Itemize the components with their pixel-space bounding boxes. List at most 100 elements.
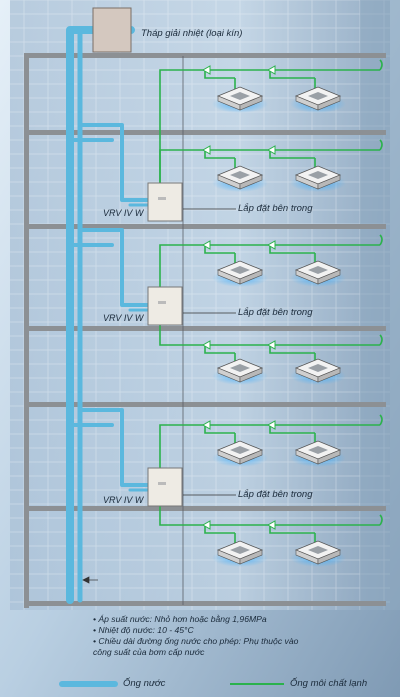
cassette-5-b-grille [308,446,328,454]
vrv-unit-label-2: VRV IV W [103,313,144,323]
refrigerant-branch-a-2 [204,150,235,159]
install-inside-label-1: Lắp đặt bên trong [238,203,313,214]
water-branch-supply-1 [78,123,152,202]
floor-slab-2 [24,130,386,135]
refrigerant-trunk-3 [159,244,380,287]
vrv-unit-vent-3 [158,482,166,485]
building-right-wing [360,0,400,610]
cassette-2-a [212,165,268,192]
note-line-4: công suất của bơm cấp nước [93,647,205,657]
refrigerant-arrow-1-1 [201,65,211,75]
cassette-4-a-grille [230,364,250,372]
refrigerant-branch-b-6 [269,525,315,534]
cassette-2-a-grille [230,171,250,179]
refrigerant-branch-b-2 [269,150,315,159]
cassette-6-a [212,540,268,567]
refrigerant-end-5 [379,414,383,426]
vrv-unit-vent-1 [158,197,166,200]
vrv-unit-label-3: VRV IV W [103,495,144,505]
cassette-1-b-grille [308,92,328,100]
cassette-1-a [212,86,268,113]
cassette-4-b [290,358,346,385]
floor-frame [24,53,386,608]
refrigerant-arrow-2-1 [201,145,211,155]
cassette-1-a-grille [230,92,250,100]
cassette-6-b-grille [308,546,328,554]
cassette-1-b-side-right [317,95,341,111]
refrigerant-arrow-3-1 [201,240,211,250]
cassette-4-b-grille [308,364,328,372]
water-branch-supply-2 [78,228,152,307]
cassette-5-b [290,440,346,467]
notes-leader-arrow [82,576,90,584]
cassette-6-b-side-right [317,549,341,565]
floor-slab-5 [24,402,386,407]
note-line-2: • Nhiệt độ nước: 10 - 45°C [93,625,194,635]
refrigerant-end-1 [379,59,383,71]
refrigerant-arrow-5-2 [266,420,276,430]
refrigerant-end-3 [379,234,383,246]
cassette-2-b [290,165,346,192]
cassette-5-b-side-right [317,449,341,465]
cassette-1-b [290,86,346,113]
refrigerant-arrow-1-2 [266,65,276,75]
refrigerant-arrow-2-2 [266,145,276,155]
cassette-3-b-grille [308,266,328,274]
refrigerant-arrow-4-1 [201,340,211,350]
floor-slab-4 [24,326,386,331]
cassette-4-a-side-right [239,367,263,383]
refrigerant-branch-a-5 [204,425,235,434]
note-line-1: • Áp suất nước: Nhỏ hơn hoặc bằng 1,96MP… [93,614,267,624]
floor-slab-6 [24,506,386,511]
install-inside-label-2: Lắp đặt bên trong [238,307,313,318]
refrigerant-branch-a-1 [204,70,235,79]
refrigerant-end-4 [379,334,383,346]
vrv-unit-3 [147,467,183,507]
water-branch-supply-3 [78,408,152,487]
refrigerant-branch-b-5 [269,425,315,434]
refrigerant-branch-a-3 [204,245,235,254]
floor-slab-7 [24,601,386,606]
refrigerant-branch-b-1 [269,70,315,79]
refrigerant-arrow-3-2 [266,240,276,250]
cassette-4-a [212,358,268,385]
vrv-unit-label-1: VRV IV W [103,208,144,218]
cassette-3-a-side-right [239,269,263,285]
refrigerant-branch-a-4 [204,345,235,354]
refrigerant-end-2 [379,139,383,151]
label-leaders [82,208,236,584]
note-line-3: • Chiều dài đường ống nước cho phép: Phụ… [93,636,299,646]
cassette-6-a-grille [230,546,250,554]
frame-left-column [24,53,29,608]
cassette-4-b-side-right [317,367,341,383]
cassette-3-b-side-right [317,269,341,285]
vrv-unit-2 [147,286,183,326]
refrigerant-trunk-5 [159,424,380,468]
cassette-2-b-grille [308,171,328,179]
cassette-6-b [290,540,346,567]
floor-slab-1 [24,53,386,58]
refrigerant-branch-a-6 [204,525,235,534]
refrigerant-pipes [159,59,383,544]
cassette-6-a-side-right [239,549,263,565]
cassette-3-b [290,260,346,287]
cassette-5-a-side-right [239,449,263,465]
vrv-unit-1 [147,182,183,222]
refrigerant-end-6 [379,514,383,526]
refrigerant-trunk-2 [159,149,380,183]
refrigerant-branch-b-4 [269,345,315,354]
vrv-units [147,182,183,507]
legend-refrigerant-label: Ống môi chất lạnh [290,678,368,689]
refrigerant-branch-b-3 [269,245,315,254]
refrigerant-arrow-5-1 [201,420,211,430]
cassette-3-a [212,260,268,287]
cassette-2-b-side-right [317,174,341,190]
refrigerant-trunk-1 [159,69,380,183]
vrv-unit-vent-2 [158,301,166,304]
cooling-tower-label: Tháp giải nhiệt (loại kín) [141,28,243,39]
cassette-2-a-side-right [239,174,263,190]
specification-notes: • Áp suất nước: Nhỏ hơn hoặc bằng 1,96MP… [93,614,298,658]
cassette-1-a-side-right [239,95,263,111]
cassette-5-a [212,440,268,467]
